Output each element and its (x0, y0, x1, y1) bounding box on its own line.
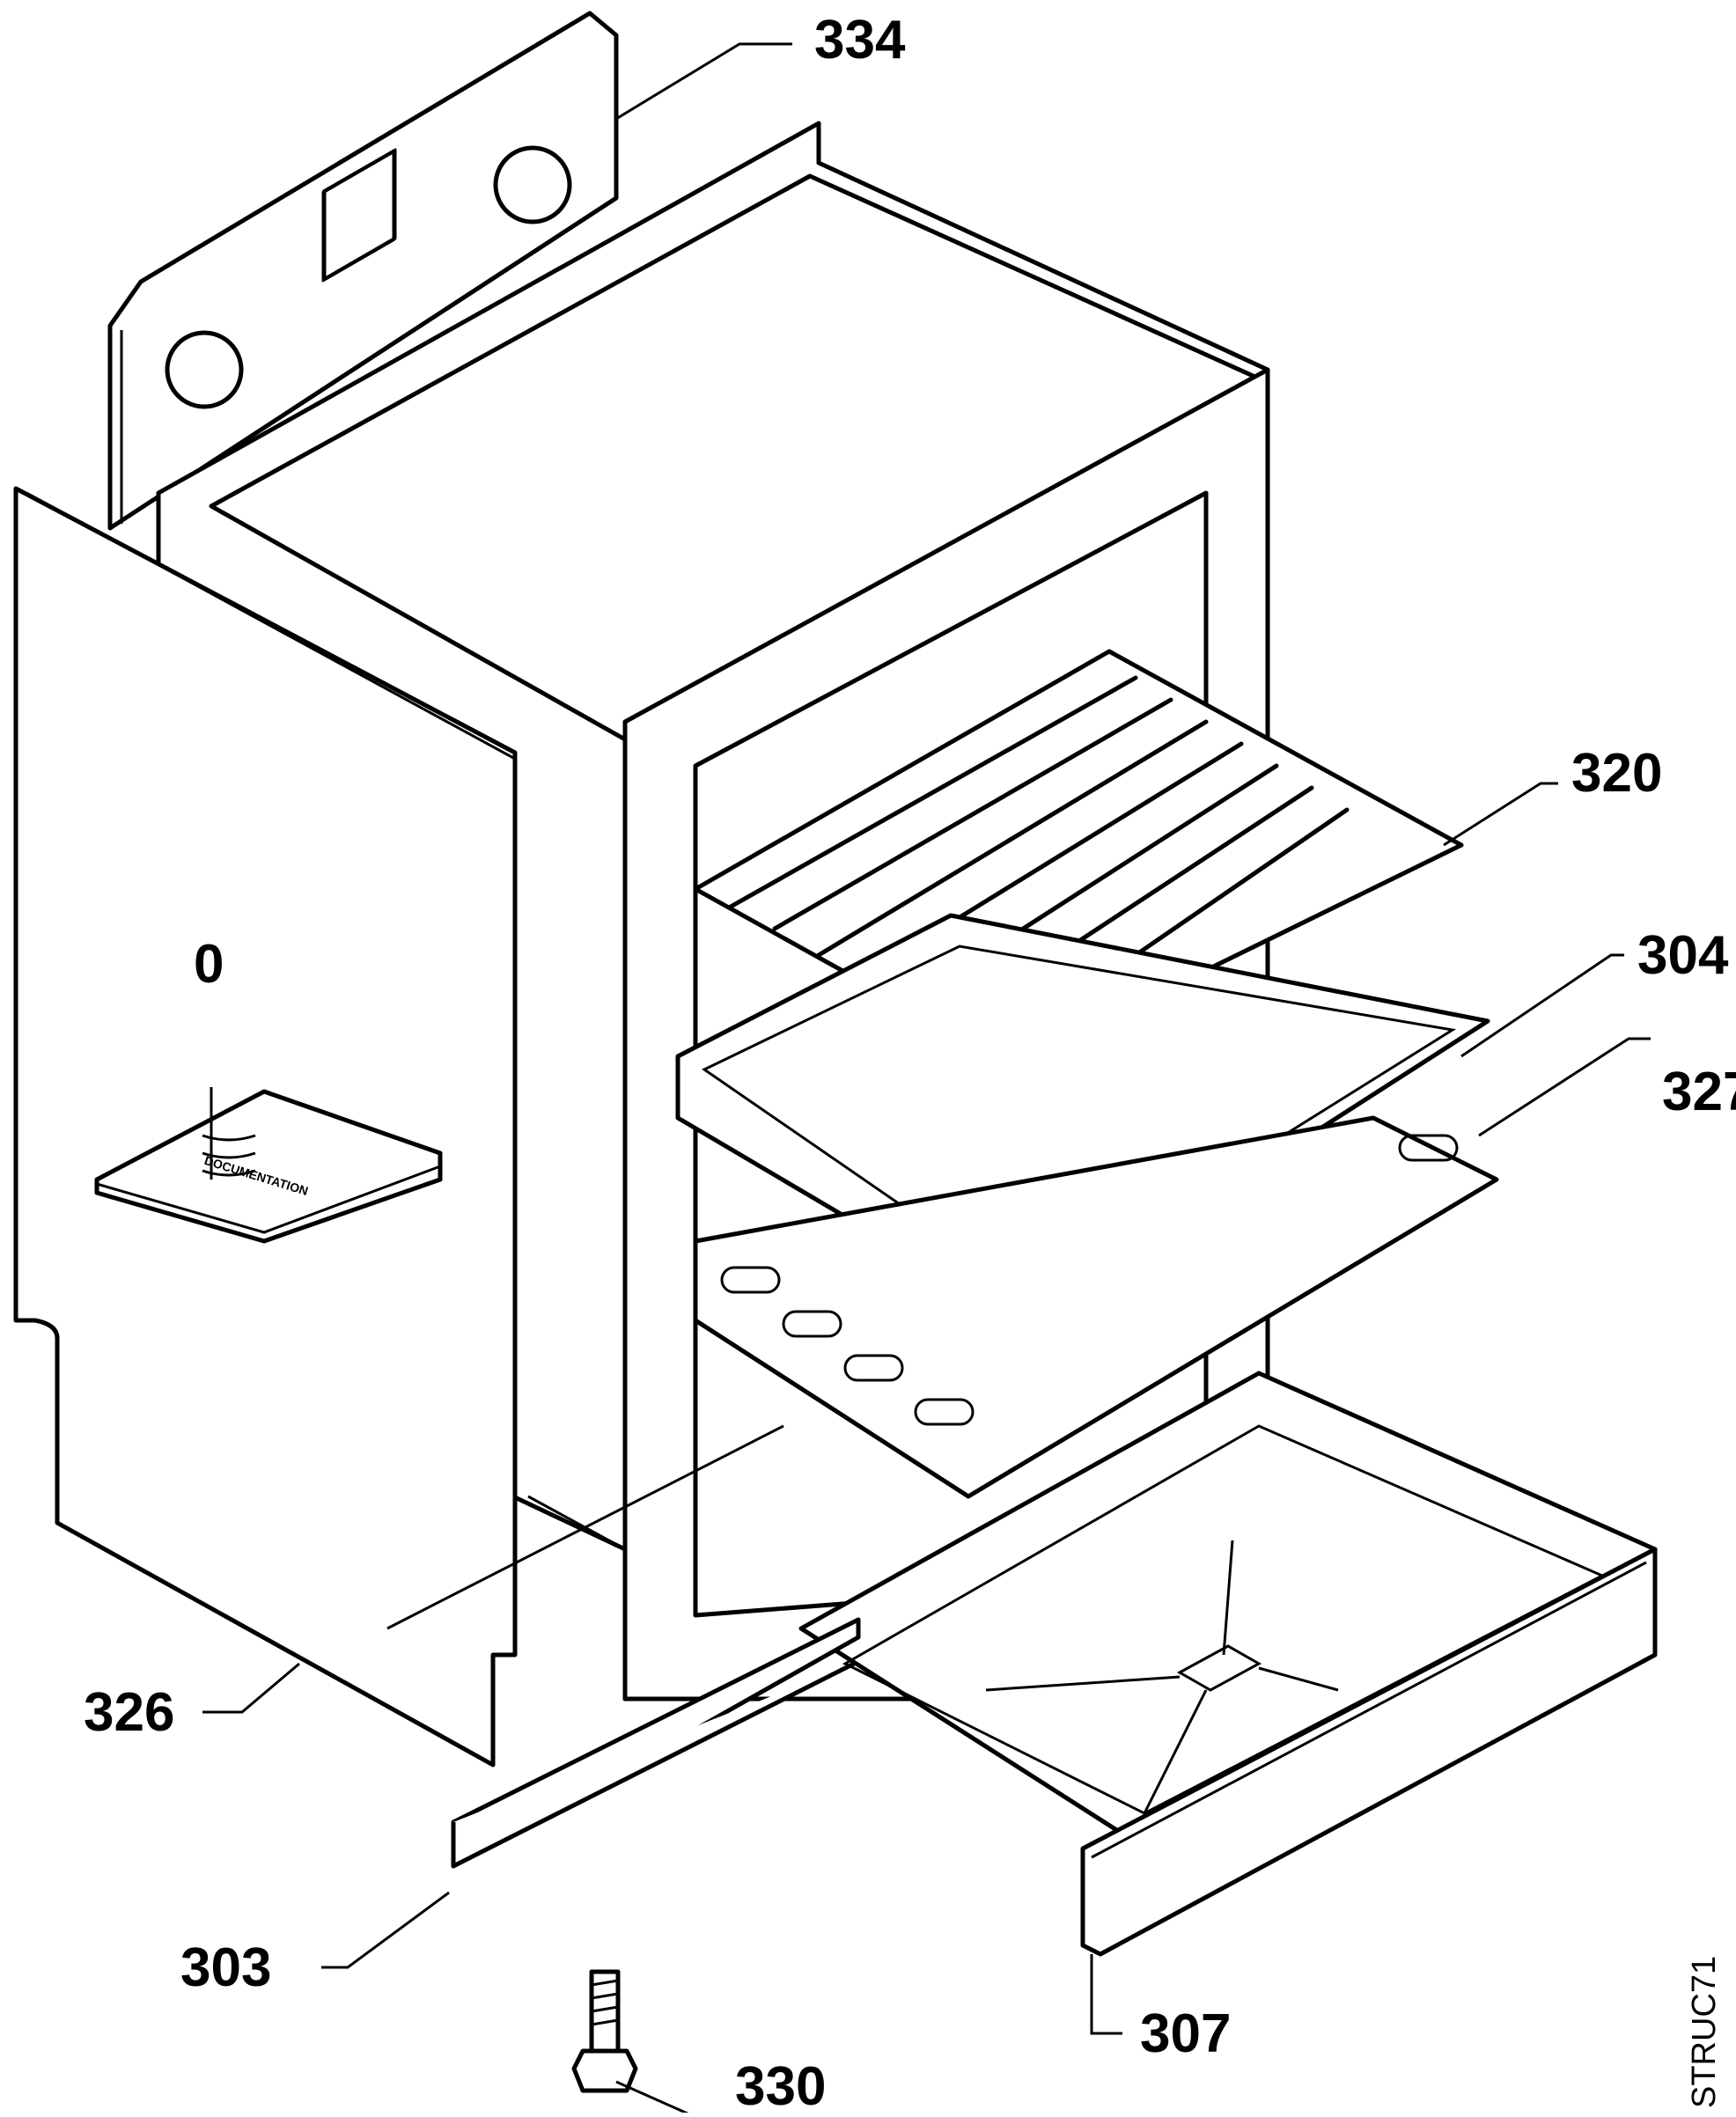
documentation-booklet (94, 1089, 443, 1244)
back-panel (107, 11, 619, 531)
callout-330: 330 (735, 2056, 827, 2117)
leader-lines (202, 42, 1651, 2117)
callout-334: 334 (814, 10, 906, 70)
drawing-code: STRUC71 (1686, 1955, 1723, 2108)
drawer (798, 1371, 1658, 1957)
callout-303: 303 (180, 1937, 272, 1998)
plinth-strip (386, 1424, 861, 1869)
grill-pan (693, 1115, 1499, 1499)
callout-327: 327 (1662, 1062, 1736, 1122)
callout-320: 320 (1571, 743, 1663, 804)
screw (571, 1969, 638, 2093)
callout-326: 326 (84, 1682, 175, 1743)
callout-0: 0 (194, 934, 224, 995)
callout-307: 307 (1140, 2003, 1232, 2064)
callout-304: 304 (1637, 925, 1729, 986)
